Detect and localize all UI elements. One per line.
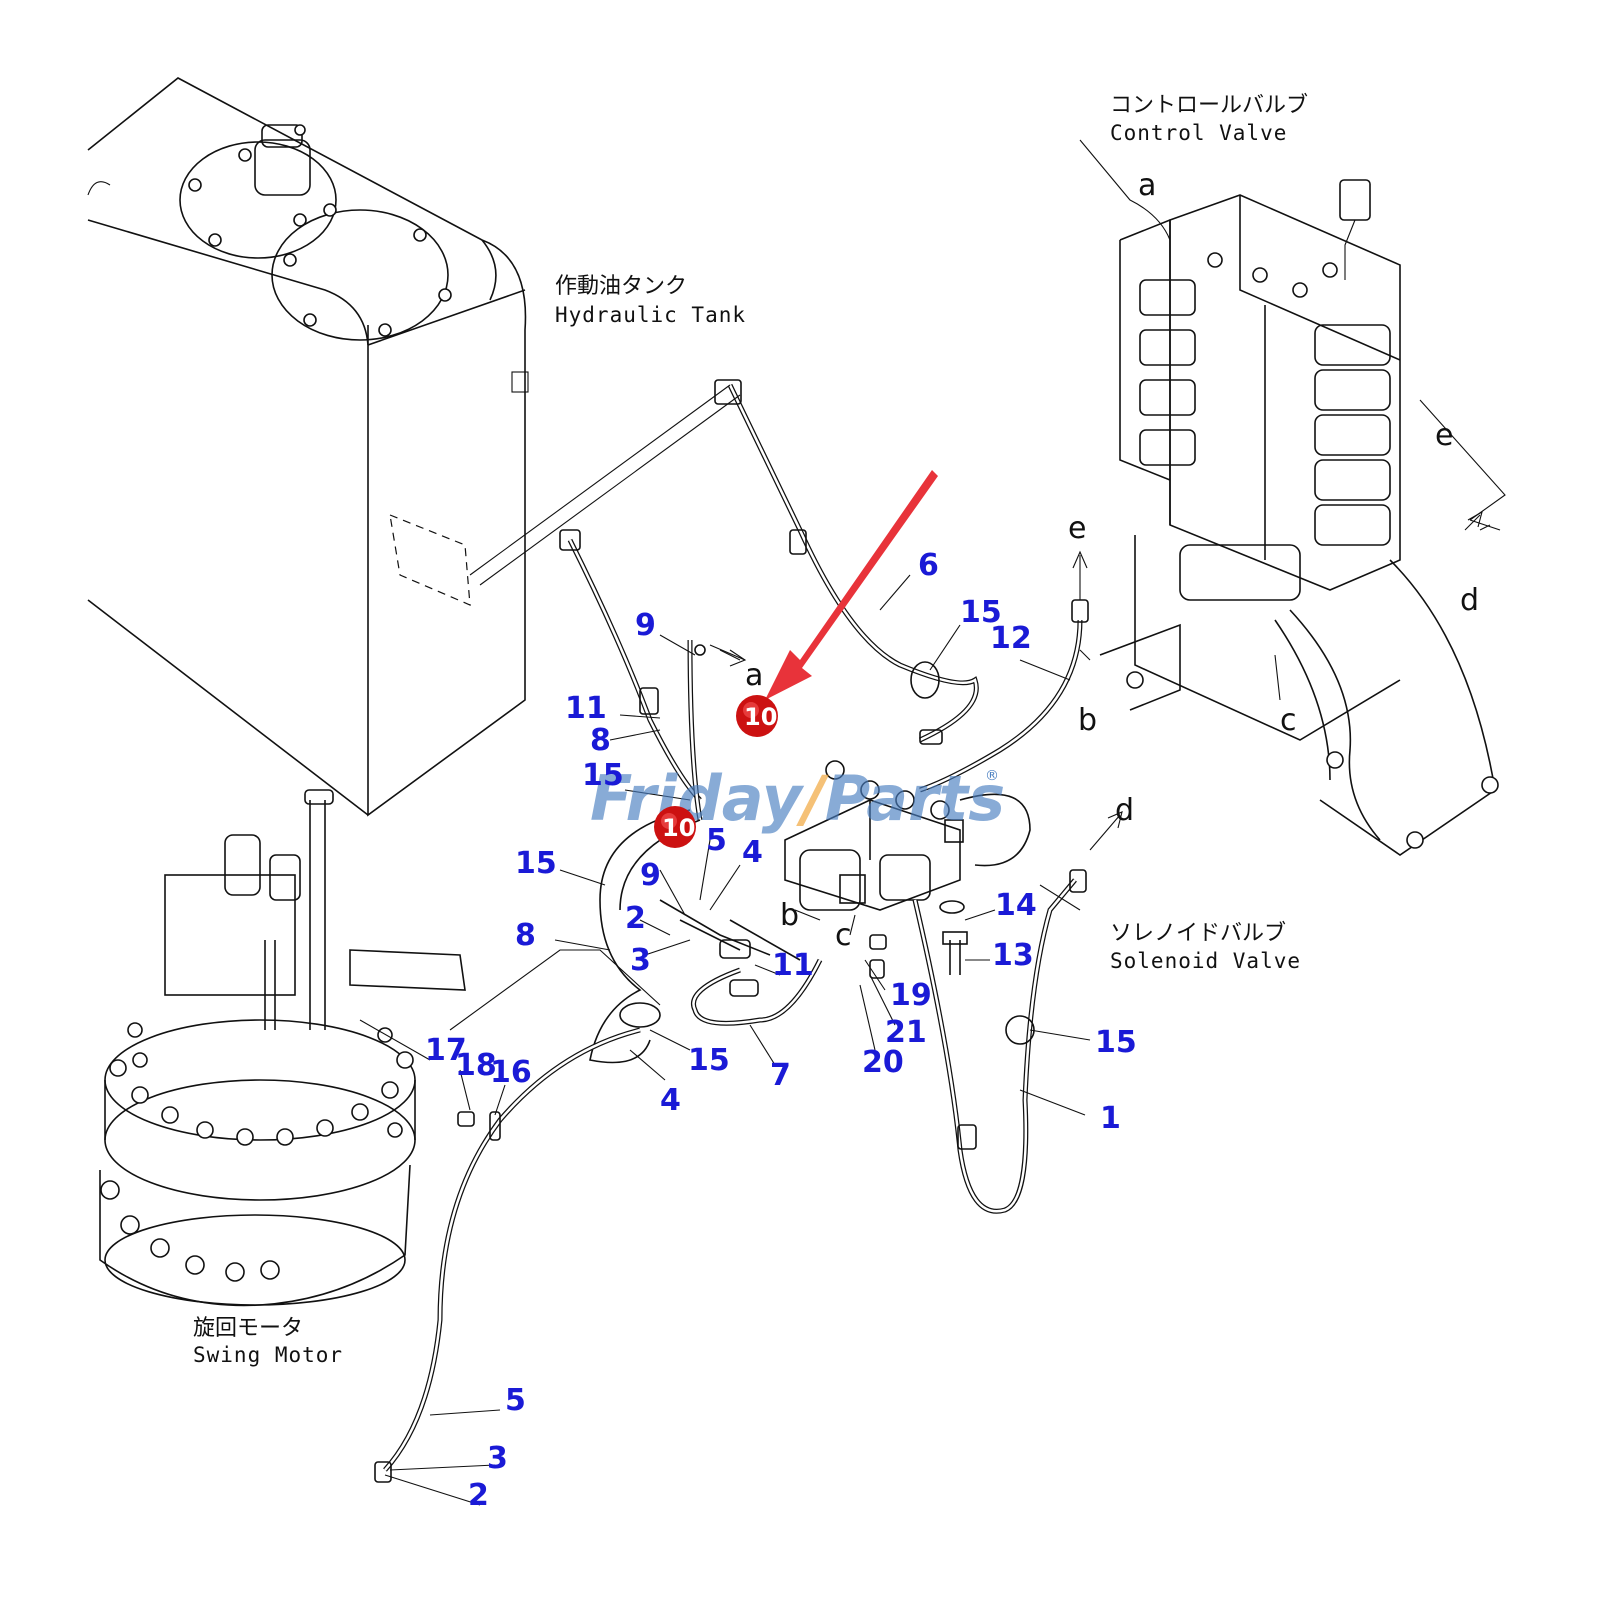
part-number: 7 [770, 1058, 791, 1093]
part-number: 2 [625, 901, 646, 936]
part-number: 5 [706, 823, 727, 858]
ref-letter: c [835, 918, 852, 953]
part-number: 15 [1095, 1025, 1137, 1060]
badge-10-upper: 10 [736, 695, 778, 737]
part-number: 8 [515, 918, 536, 953]
part-number: 11 [565, 691, 607, 726]
part-number: 9 [635, 608, 656, 643]
hydraulic-tank-drawing [87, 77, 529, 817]
watermark-slash: / [796, 762, 829, 835]
ref-letter: d [1115, 793, 1134, 828]
ref-letter: d [1460, 583, 1479, 618]
part-number: 19 [890, 978, 932, 1013]
part-number: 2 [468, 1478, 489, 1513]
part-number: 3 [487, 1441, 508, 1476]
part-number: 8 [590, 723, 611, 758]
solenoid-valve-label-en: Solenoid Valve [1110, 949, 1301, 973]
hose-lines [374, 379, 1089, 1483]
part-number: 20 [862, 1045, 904, 1080]
control-valve-label-jp: コントロールバルブ [1110, 93, 1308, 118]
highlight-arrow [765, 470, 938, 700]
ref-letter: a [745, 658, 763, 693]
part-number: 15 [960, 595, 1002, 630]
control-valve-label-en: Control Valve [1110, 121, 1287, 145]
part-number: 18 [455, 1048, 497, 1083]
svg-text:Friday/Parts: Friday/Parts [590, 762, 1005, 835]
ref-letter: b [780, 898, 799, 933]
watermark: Friday/Parts ® [590, 762, 1005, 835]
solenoid-valve-label-jp: ソレノイドバルブ [1110, 921, 1286, 946]
ref-letter: a [1138, 168, 1156, 203]
hydraulic-tank-label-en: Hydraulic Tank [555, 303, 746, 327]
part-number: 15 [688, 1043, 730, 1078]
ref-letter: c [1280, 703, 1297, 738]
watermark-main: Friday [590, 762, 805, 835]
badge-text: 10 [662, 814, 695, 842]
part-number: 3 [630, 943, 651, 978]
hydraulic-tank-label-jp: 作動油タンク [555, 274, 687, 299]
ref-letter: e [1068, 511, 1086, 546]
part-number: 14 [995, 888, 1037, 923]
part-number: 17 [425, 1033, 467, 1068]
part-number: 4 [660, 1083, 681, 1118]
badge-10-lower: 10 [654, 806, 696, 848]
part-number: 15 [582, 758, 624, 793]
part-number: 9 [640, 858, 661, 893]
part-number: 5 [505, 1383, 526, 1418]
flow-arrows [709, 510, 1483, 851]
part-number: 6 [918, 548, 939, 583]
control-valve-drawing [1099, 179, 1506, 856]
swing-motor-drawing [99, 789, 466, 1307]
part-number: 1 [1100, 1101, 1121, 1136]
solenoid-valve-drawing [784, 760, 1031, 975]
part-number: 15 [515, 846, 557, 881]
part-number: 11 [772, 948, 814, 983]
swing-motor-label-en: Swing Motor [193, 1343, 343, 1367]
ref-letter: e [1435, 418, 1453, 453]
part-number: 16 [490, 1055, 532, 1090]
watermark-accent: Parts [825, 762, 1005, 835]
swing-motor-label-jp: 旋回モータ [193, 1316, 303, 1341]
part-number: 12 [990, 621, 1032, 656]
part-number: 13 [992, 938, 1034, 973]
leader-lines [359, 139, 1281, 1506]
watermark-registered: ® [985, 768, 999, 784]
part-number: 21 [885, 1015, 927, 1050]
part-number: 4 [742, 835, 763, 870]
badge-text: 10 [744, 703, 777, 731]
ref-letter: b [1078, 703, 1097, 738]
